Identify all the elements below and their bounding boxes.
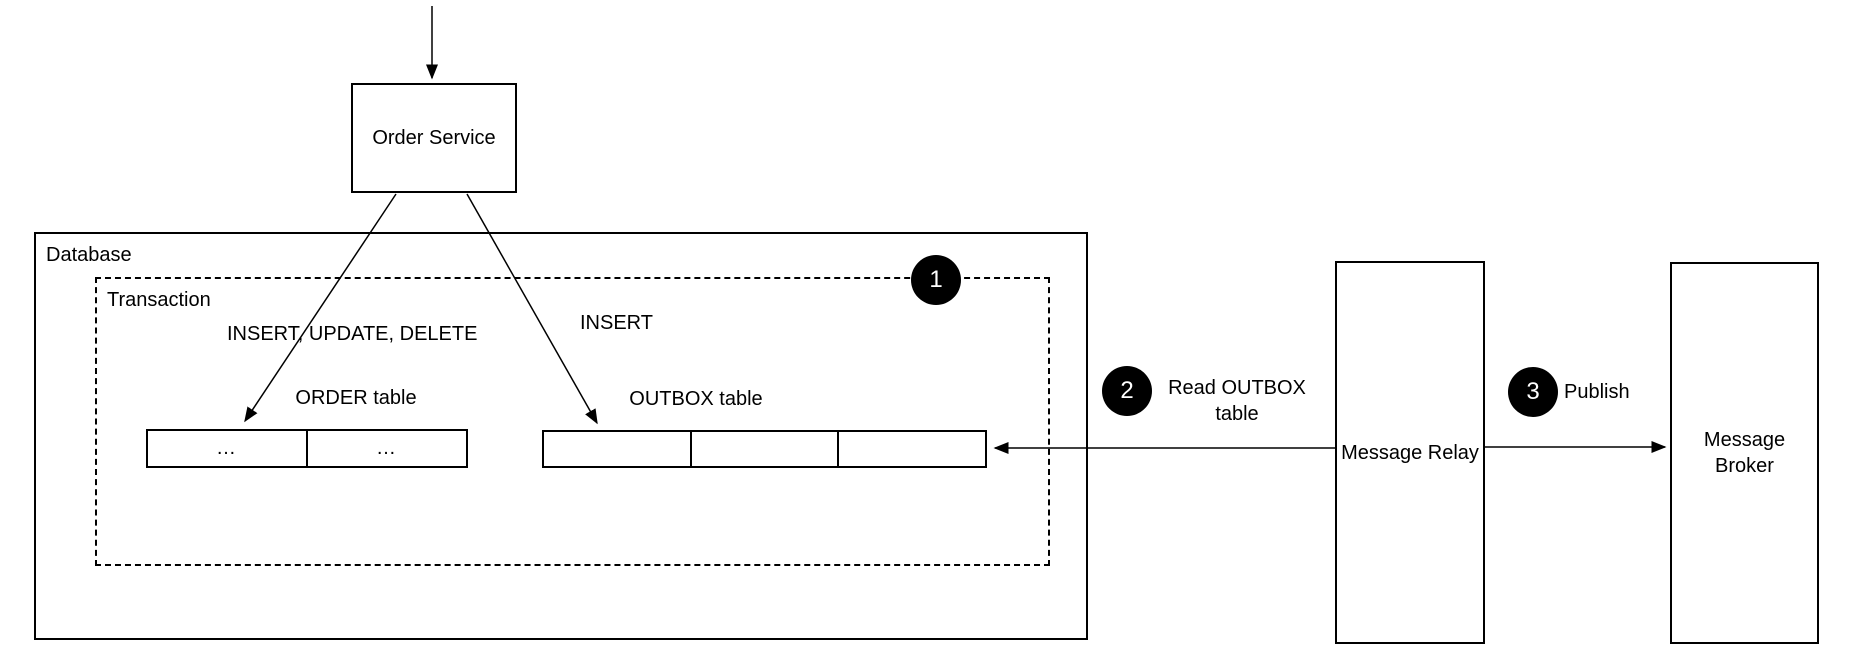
outbox-table-cell [544, 432, 692, 466]
order-table-label: ORDER table [295, 387, 417, 409]
transaction-label: Transaction [107, 289, 211, 311]
message-broker-node: Message Broker [1670, 262, 1819, 644]
step-2-number: 2 [1120, 377, 1134, 404]
step-2-badge: 2 [1102, 366, 1152, 416]
message-broker-label: Message Broker [1703, 429, 1786, 477]
order-service-label: Order Service [372, 127, 496, 149]
outbox-table [542, 430, 987, 468]
message-relay-label: Message Relay [1341, 441, 1479, 464]
order-table: … … [146, 429, 468, 468]
message-relay-node: Message Relay [1335, 261, 1485, 644]
step-3-number: 3 [1526, 378, 1540, 405]
step-3-label: Publish [1564, 381, 1630, 403]
step-1-badge: 1 [911, 255, 961, 305]
step-1-number: 1 [929, 266, 943, 293]
order-table-cell: … [376, 437, 398, 459]
insert-update-delete-annotation: INSERT, UPDATE, DELETE [227, 323, 478, 345]
database-label: Database [46, 244, 132, 266]
insert-annotation: INSERT [580, 312, 653, 334]
outbox-table-label: OUTBOX table [629, 388, 763, 410]
outbox-table-cell [692, 432, 840, 466]
step-2-label: Read OUTBOX table [1168, 377, 1306, 425]
outbox-table-cell [839, 432, 985, 466]
order-table-cell: … [148, 431, 308, 466]
order-service-node: Order Service [351, 83, 517, 193]
step-3-badge: 3 [1508, 367, 1558, 417]
